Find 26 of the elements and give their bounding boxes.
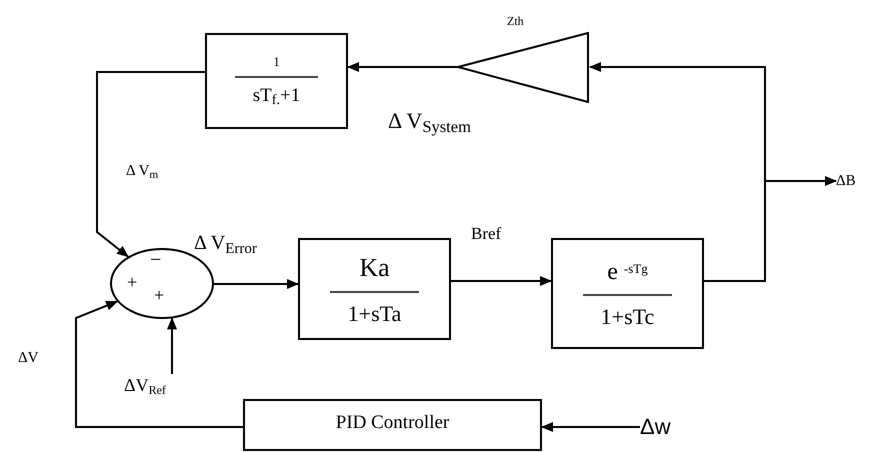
arrow <box>347 62 457 72</box>
denominator: 1+sTa <box>348 300 402 328</box>
arrow <box>96 71 205 258</box>
sign-symbol: − <box>150 250 162 270</box>
numerator: Ka <box>359 252 390 284</box>
arrow <box>704 176 837 282</box>
signal-label: ΔB <box>836 171 856 191</box>
denominator: sT$_{f.}$+1 <box>252 84 300 110</box>
transfer-function-block <box>551 238 704 349</box>
controller-block <box>243 399 542 451</box>
numerator: 1 <box>273 53 280 71</box>
denominator: 1+sTc <box>600 303 654 331</box>
transfer-function-block <box>205 33 348 129</box>
gain-label: Zth <box>507 13 524 30</box>
arrow <box>214 279 299 289</box>
sign-symbol: + <box>127 273 138 291</box>
signal-label: Δw <box>640 412 671 442</box>
numerator: e $^{-sTg}$ <box>607 258 648 287</box>
arrow <box>541 422 640 432</box>
block-label: PID Controller <box>336 413 450 435</box>
sign-symbol: + <box>154 286 164 304</box>
arrow <box>75 300 243 428</box>
arrow <box>167 317 177 374</box>
arrow <box>451 276 552 286</box>
transfer-function-block <box>298 238 451 340</box>
signal-label: ΔV$_{Ref}$ <box>124 374 166 396</box>
